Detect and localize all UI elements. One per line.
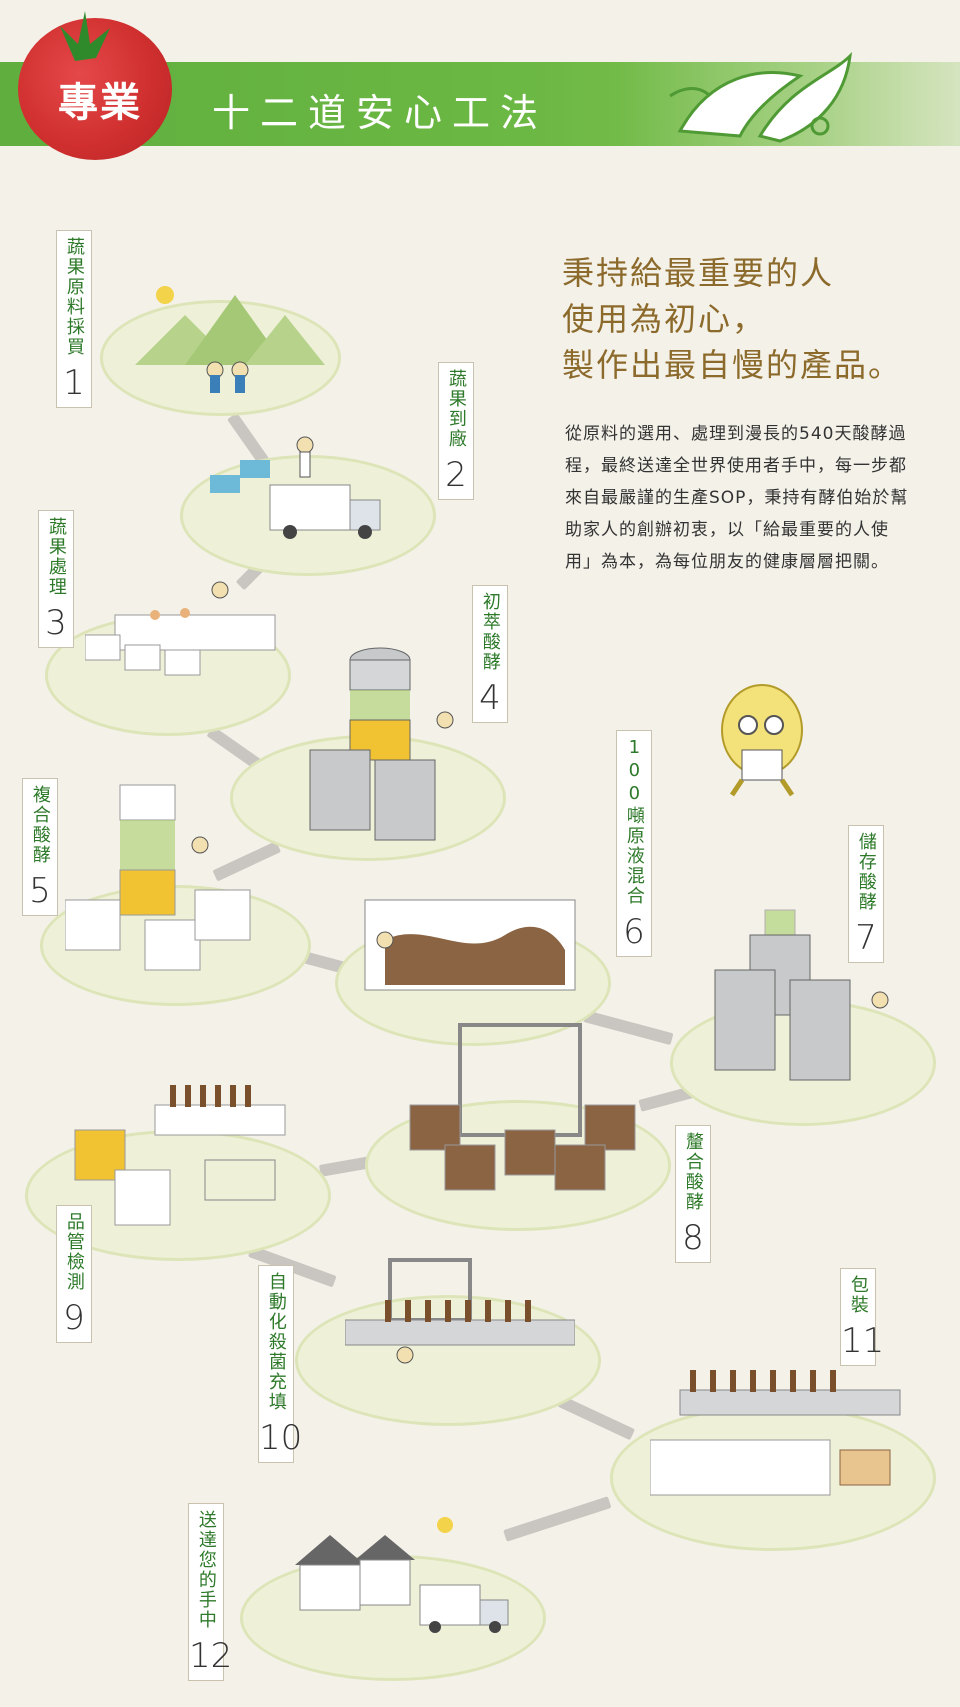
step-label-3: 蔬果處理 3: [38, 510, 74, 648]
badge-label: 專業: [58, 79, 142, 126]
headline-line-1: 秉持給最重要的人: [562, 254, 835, 292]
step-label-text: 包裝: [847, 1275, 869, 1315]
step-label-6: 100噸原液混合 6: [616, 730, 652, 957]
step-label-1: 蔬果原料採買 1: [56, 230, 92, 408]
path-connector: [318, 1156, 371, 1177]
step-label-4: 初萃酸酵 4: [472, 585, 508, 723]
quality-check-illustration: [74, 1085, 286, 1226]
step-number: 2: [445, 455, 467, 495]
composite-fermentation-illustration: [65, 784, 251, 971]
packaging-illustration: [650, 1370, 901, 1496]
step-label-text: 蔬果原料採買: [63, 237, 85, 357]
blending-machine-illustration: [409, 1023, 636, 1191]
mascot-icon: [721, 684, 803, 797]
farm-illustration: [135, 286, 325, 393]
step-number: 9: [63, 1298, 85, 1338]
headline-line-3: 製作出最自慢的產品。: [562, 346, 903, 384]
step-label-5: 複合酸酵 5: [22, 778, 58, 916]
step-number: 12: [189, 1636, 233, 1676]
step-label-8: 釐合酸酵 8: [675, 1125, 711, 1263]
herb-decoration-icon: [669, 51, 853, 143]
step-label-text: 儲存酸酵: [855, 832, 877, 912]
step-number: 5: [29, 871, 51, 911]
step-label-7: 儲存酸酵 7: [848, 825, 884, 963]
storage-tanks-illustration: [714, 909, 889, 1081]
step-label-text: 品管檢測: [63, 1212, 85, 1292]
step-number: 6: [623, 912, 645, 952]
step-number: 11: [841, 1321, 885, 1361]
step-number: 7: [855, 918, 877, 958]
step-label-12: 送達您的手中 12: [188, 1503, 233, 1681]
intro-paragraph: 從原料的選用、處理到漫長的540天酸酵過程，最終送達全世界使用者手中，每一步都來…: [565, 424, 909, 572]
step-number: 10: [259, 1418, 303, 1458]
step-number: 8: [682, 1218, 704, 1258]
path-connector: [557, 1395, 636, 1441]
step-number: 3: [45, 603, 67, 643]
filling-line-illustration: [345, 1258, 575, 1364]
step-number: 1: [63, 363, 85, 403]
step-label-text: 初萃酸酵: [479, 592, 501, 672]
step-label-11: 包裝 11: [840, 1268, 885, 1366]
page-title: 十二道安心工法: [212, 91, 549, 135]
delivery-truck-illustration: [210, 436, 381, 539]
headline: 秉持給最重要的人 使用為初心， 製作出最自慢的產品。: [562, 250, 942, 388]
fermentation-tanks-illustration: [309, 647, 454, 841]
step-number: 4: [479, 678, 501, 718]
step-label-text: 送達您的手中: [195, 1510, 217, 1630]
step-label-text: 釐合酸酵: [682, 1132, 704, 1212]
step-label-text: 蔬果處理: [45, 517, 67, 597]
step-label-text: 自動化殺菌充填: [265, 1272, 287, 1412]
step-label-10: 自動化殺菌充填 10: [258, 1265, 303, 1463]
processing-table-illustration: [85, 581, 276, 676]
step-label-text: 100噸原液混合: [623, 737, 645, 906]
headline-line-2: 使用為初心，: [562, 300, 767, 338]
step-label-text: 複合酸酵: [29, 785, 51, 865]
step-label-2: 蔬果到廠 2: [438, 362, 474, 500]
delivery-home-illustration: [295, 1517, 509, 1633]
tomato-leaf-icon: [60, 11, 110, 61]
mixing-pool-illustration: [364, 899, 576, 991]
step-label-9: 品管檢測 9: [56, 1205, 92, 1343]
step-label-text: 蔬果到廠: [445, 369, 467, 449]
